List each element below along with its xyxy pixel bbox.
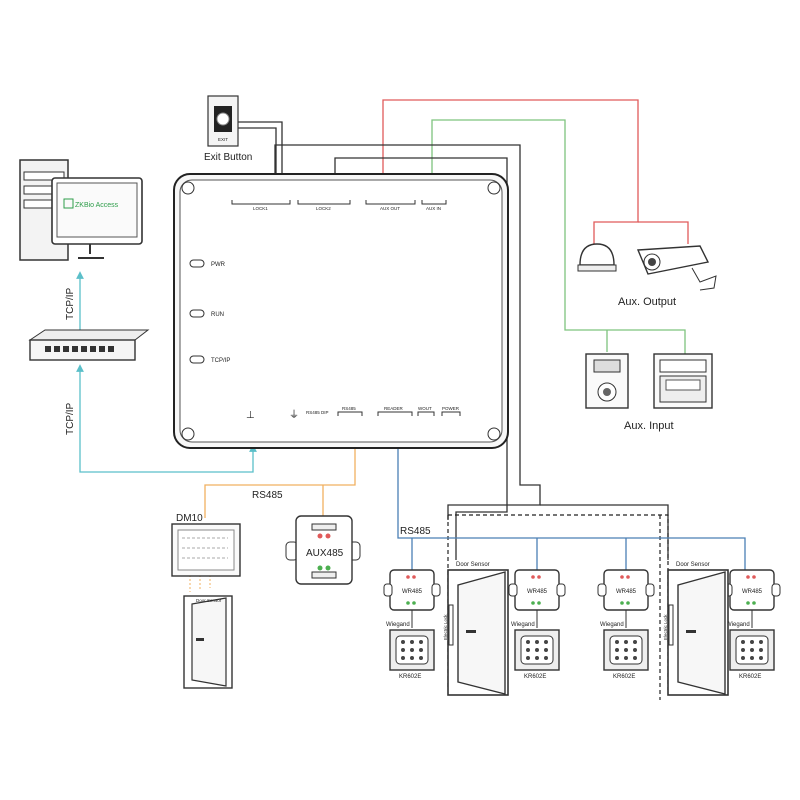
wire-rs485-blue [397,440,746,570]
wr485-label-1: WR485 [402,589,423,595]
wiegand-label-4: Wiegand [726,622,750,628]
door-2 [667,569,729,696]
wire-lock-right [540,504,669,560]
led-run-label: RUN [211,312,224,318]
controller-panel: LOCK1 LOCK2 AUX OUT AUX IN PWR RUN TCP/I… [173,173,509,449]
switch-ports [45,346,114,352]
led-pwr [189,259,205,268]
wires [76,99,753,700]
wire-aux-in-green [431,119,686,356]
computer: ZKBio Access [19,159,143,261]
kr602e-label-3: KR602E [613,674,635,680]
panel-group-lock1: LOCK1 [253,206,268,211]
ethernet-icon: ⊥ [246,410,255,421]
aux-input-label: Aux. Input [624,420,674,432]
dm10-label: DM10 [176,513,203,524]
wire-aux-out-red-camera [638,221,689,244]
aux485-module [285,515,361,585]
emergency-break-glass [653,353,713,409]
panel-group-lock2: LOCK2 [316,206,331,211]
tcpip-label-lower: TCP/IP [65,402,76,435]
wire-aux-out-red [382,99,639,244]
panel-group-reader: READER [384,406,404,411]
wire-exit-button-b [238,127,277,192]
kr602e-keypad-3 [603,629,649,671]
door-1 [447,569,509,696]
dm10-door-sensor: Door Sensor [196,598,222,603]
led-run [189,309,205,318]
panel-group-aux-out: AUX OUT [380,206,400,211]
wr485-label-3: WR485 [616,589,637,595]
electric-lock-label-1: Electric Lock [443,614,448,640]
exit-button-label: Exit Button [204,152,252,163]
wire-lock1 [274,144,541,520]
wire-rs485-orange [204,440,356,518]
panel-group-aux-in: AUX IN [426,206,441,211]
exit-button-face: EXIT [218,137,228,142]
wr485-module-1 [383,569,441,611]
panel-group-wout: WOUT [418,406,432,411]
wr485-module-3 [597,569,655,611]
motion-sensor [585,353,629,409]
ground-icon: ⏚ [289,409,299,421]
dm10-module [171,523,241,577]
kr602e-keypad-1 [389,629,435,671]
aux485-label: AUX485 [306,548,344,559]
door-sensor-label-1: Door Sensor [456,562,490,568]
exit-button: EXIT [207,95,239,147]
wire-exit-button [238,121,283,192]
wire-dm10-dotted [189,575,211,592]
kr602e-keypad-2 [514,629,560,671]
kr602e-label-4: KR602E [739,674,761,680]
aux-output-label: Aux. Output [618,296,676,308]
electric-lock-label-2: Electric Lock [663,614,668,640]
kr602e-label-2: KR602E [524,674,546,680]
aux485-led-red [317,533,323,539]
wr485-module-4 [723,569,781,611]
wiegand-label-2: Wiegand [511,622,535,628]
wire-tcpip-lower [76,364,257,473]
led-tcpip [189,355,205,364]
led-pwr-label: PWR [211,262,226,268]
network-switch [28,329,150,361]
panel-group-power: POWER [442,406,460,411]
kr602e-keypad-4 [729,629,775,671]
kr602e-label-1: KR602E [399,674,421,680]
door-sensor-label-2: Door Sensor [676,562,710,568]
wr485-module-2 [508,569,566,611]
aux485-led-green [317,565,323,571]
software-logo: ZKBio Access [75,202,119,209]
zkbio-logo-icon [63,198,74,209]
rs485-label-right: RS485 [400,526,431,537]
wr485-label-4: WR485 [742,589,763,595]
alarm-siren [577,243,617,272]
wr485-label-2: WR485 [527,589,548,595]
exit-button-icon [216,112,230,126]
panel-group-rs485: RS485 [342,406,356,411]
dm10-door [183,595,233,689]
tcpip-label-upper: TCP/IP [65,287,76,320]
panel-group-rs485-dip: RS485 DIP [306,410,329,415]
led-tcpip-label: TCP/IP [211,358,230,364]
wiegand-label-3: Wiegand [600,622,624,628]
wiegand-label-1: Wiegand [386,622,410,628]
cctv-camera [636,245,717,291]
rs485-label-left: RS485 [252,490,283,501]
